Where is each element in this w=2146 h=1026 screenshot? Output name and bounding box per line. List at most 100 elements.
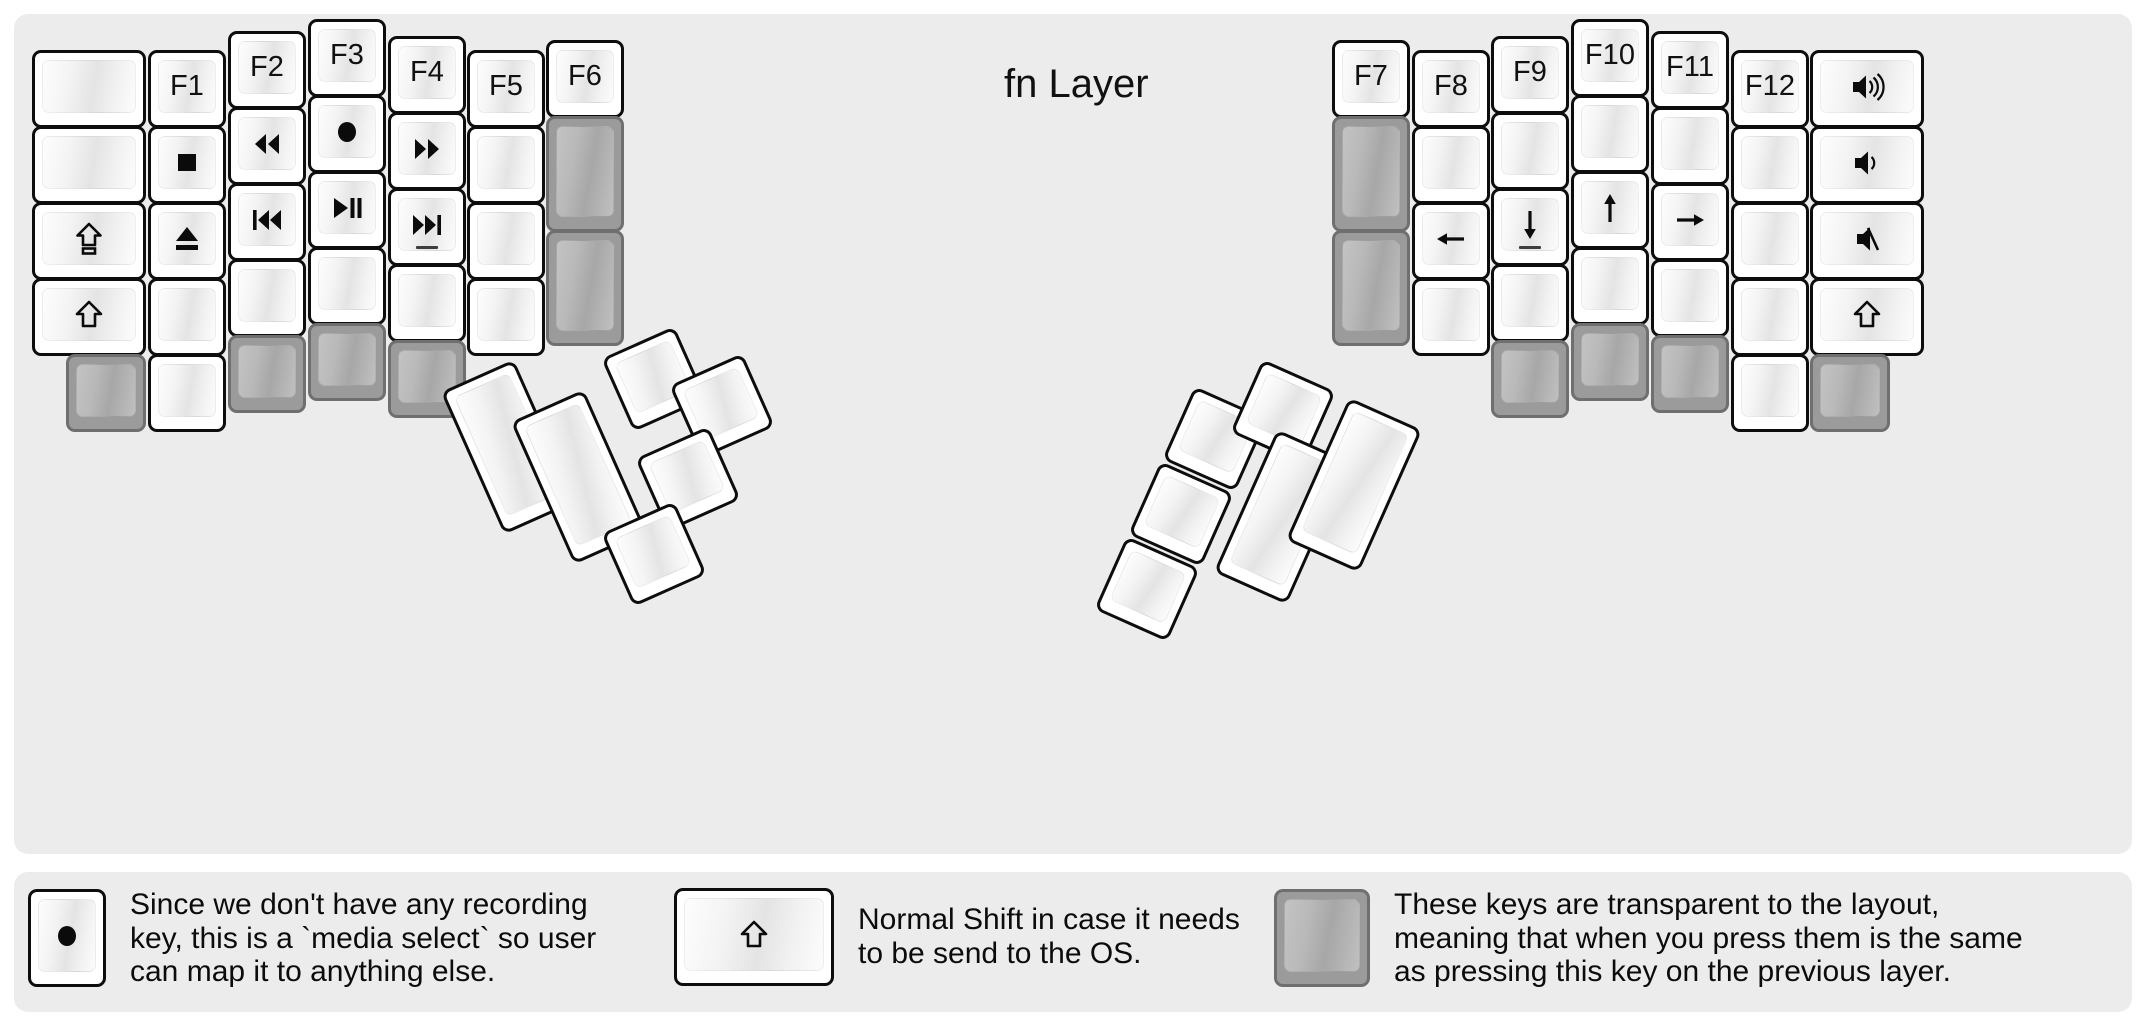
key-legend-text: F8	[1433, 70, 1469, 102]
legend-sample-key-2[interactable]	[674, 888, 834, 986]
keycap-face	[238, 193, 296, 246]
right-col-2-key-2[interactable]	[1412, 126, 1490, 204]
left-col-5-key-2[interactable]	[388, 112, 466, 190]
left-col-6-key-4[interactable]	[467, 278, 545, 356]
keycap-face	[158, 212, 216, 265]
right-col-7-key-5[interactable]	[1810, 354, 1890, 432]
left-col-3-key-5[interactable]	[228, 335, 306, 413]
key-legend-text: F5	[488, 70, 524, 102]
left-col-1-key-3[interactable]	[32, 202, 146, 280]
keycap-face	[76, 364, 136, 417]
left-col-2-key-1[interactable]: F1	[148, 50, 226, 128]
right-col-6-key-1[interactable]: F12	[1731, 50, 1809, 128]
right-col-3-key-3[interactable]	[1491, 188, 1569, 266]
left-col-1-key-5[interactable]	[66, 354, 146, 432]
keycap-face	[1342, 240, 1400, 331]
right-col-4-key-3[interactable]	[1571, 171, 1649, 249]
left-col-1-key-4[interactable]	[32, 278, 146, 356]
right-col-5-key-3[interactable]	[1651, 183, 1729, 261]
keycap-face	[1661, 345, 1719, 398]
left-col-6-key-2[interactable]	[467, 126, 545, 204]
right-col-7-key-2[interactable]	[1810, 126, 1924, 204]
left-col-7-key-1[interactable]: F6	[546, 40, 624, 118]
keycap-face: F10	[1581, 29, 1639, 82]
right-col-7-key-1[interactable]	[1810, 50, 1924, 128]
left-col-2-key-4[interactable]	[148, 278, 226, 356]
right-col-5-key-1[interactable]: F11	[1651, 31, 1729, 109]
keycap-face	[556, 240, 614, 331]
left-col-4-key-4[interactable]	[308, 247, 386, 325]
key-legend-text: F6	[567, 60, 603, 92]
legend-description-1: Since we don't have any recording key, t…	[130, 888, 597, 989]
right-col-1-key-2[interactable]	[1332, 116, 1410, 232]
keycap-face	[42, 60, 136, 113]
right-col-6-key-3[interactable]	[1731, 202, 1809, 280]
arrow-up-icon	[1590, 188, 1630, 228]
left-col-7-key-3[interactable]	[546, 230, 624, 346]
legend-panel: Since we don't have any recording key, t…	[14, 872, 2132, 1012]
keycap-face	[1741, 212, 1799, 265]
keycap-face	[1109, 549, 1187, 625]
right-col-3-key-5[interactable]	[1491, 340, 1569, 418]
left-col-1-key-2[interactable]	[32, 126, 146, 204]
right-col-6-key-5[interactable]	[1731, 354, 1809, 432]
right-col-5-key-5[interactable]	[1651, 335, 1729, 413]
right-col-5-key-4[interactable]	[1651, 259, 1729, 337]
right-col-2-key-1[interactable]: F8	[1412, 50, 1490, 128]
left-col-4-key-3[interactable]	[308, 171, 386, 249]
left-col-3-key-1[interactable]: F2	[228, 31, 306, 109]
right-col-4-key-1[interactable]: F10	[1571, 19, 1649, 97]
legend-item-3: These keys are transparent to the layout…	[1274, 888, 2023, 989]
left-col-3-key-4[interactable]	[228, 259, 306, 337]
left-col-3-key-2[interactable]	[228, 107, 306, 185]
right-col-2-key-3[interactable]	[1412, 202, 1490, 280]
right-col-6-key-4[interactable]	[1731, 278, 1809, 356]
keycap-face	[1581, 333, 1639, 386]
left-col-5-key-4[interactable]	[388, 264, 466, 342]
keycap-face	[38, 899, 96, 973]
right-col-2-key-4[interactable]	[1412, 278, 1490, 356]
legend-sample-key-1[interactable]	[28, 889, 106, 988]
left-col-2-key-3[interactable]	[148, 202, 226, 280]
keycap-face	[398, 198, 456, 251]
left-col-2-key-2[interactable]	[148, 126, 226, 204]
keycap-face	[1820, 288, 1914, 341]
left-col-7-key-2[interactable]	[546, 116, 624, 232]
key-legend-text: F4	[409, 56, 445, 88]
shift-icon	[1847, 295, 1887, 335]
legend-sample-key-3[interactable]	[1274, 889, 1370, 988]
left-col-4-key-5[interactable]	[308, 323, 386, 401]
right-col-3-key-1[interactable]: F9	[1491, 36, 1569, 114]
right-col-1-key-3[interactable]	[1332, 230, 1410, 346]
keycap-face	[1422, 212, 1480, 265]
right-col-3-key-2[interactable]	[1491, 112, 1569, 190]
keycap-face	[1820, 364, 1880, 417]
legend-item-1: Since we don't have any recording key, t…	[28, 888, 596, 989]
left-col-4-key-2[interactable]	[308, 95, 386, 173]
right-col-7-key-4[interactable]	[1810, 278, 1924, 356]
left-col-3-key-3[interactable]	[228, 183, 306, 261]
right-col-7-key-3[interactable]	[1810, 202, 1924, 280]
left-col-6-key-3[interactable]	[467, 202, 545, 280]
right-col-1-key-1[interactable]: F7	[1332, 40, 1410, 118]
page-title: fn Layer	[1004, 62, 1149, 106]
right-col-4-key-4[interactable]	[1571, 247, 1649, 325]
left-col-4-key-1[interactable]: F3	[308, 19, 386, 97]
left-col-5-key-1[interactable]: F4	[388, 36, 466, 114]
right-col-3-key-4[interactable]	[1491, 264, 1569, 342]
right-col-4-key-2[interactable]	[1571, 95, 1649, 173]
keycap-face	[238, 117, 296, 170]
legend-key-3	[1274, 889, 1370, 988]
right-col-6-key-2[interactable]	[1731, 126, 1809, 204]
left-col-6-key-1[interactable]: F5	[467, 50, 545, 128]
left-col-1-key-1[interactable]	[32, 50, 146, 128]
keycap-face	[318, 181, 376, 234]
keycap-face: F3	[318, 29, 376, 82]
shift-icon	[734, 915, 774, 955]
left-col-5-key-3[interactable]	[388, 188, 466, 266]
right-col-4-key-5[interactable]	[1571, 323, 1649, 401]
keycap-face	[1501, 274, 1559, 327]
right-col-5-key-2[interactable]	[1651, 107, 1729, 185]
left-col-2-key-5[interactable]	[148, 354, 226, 432]
